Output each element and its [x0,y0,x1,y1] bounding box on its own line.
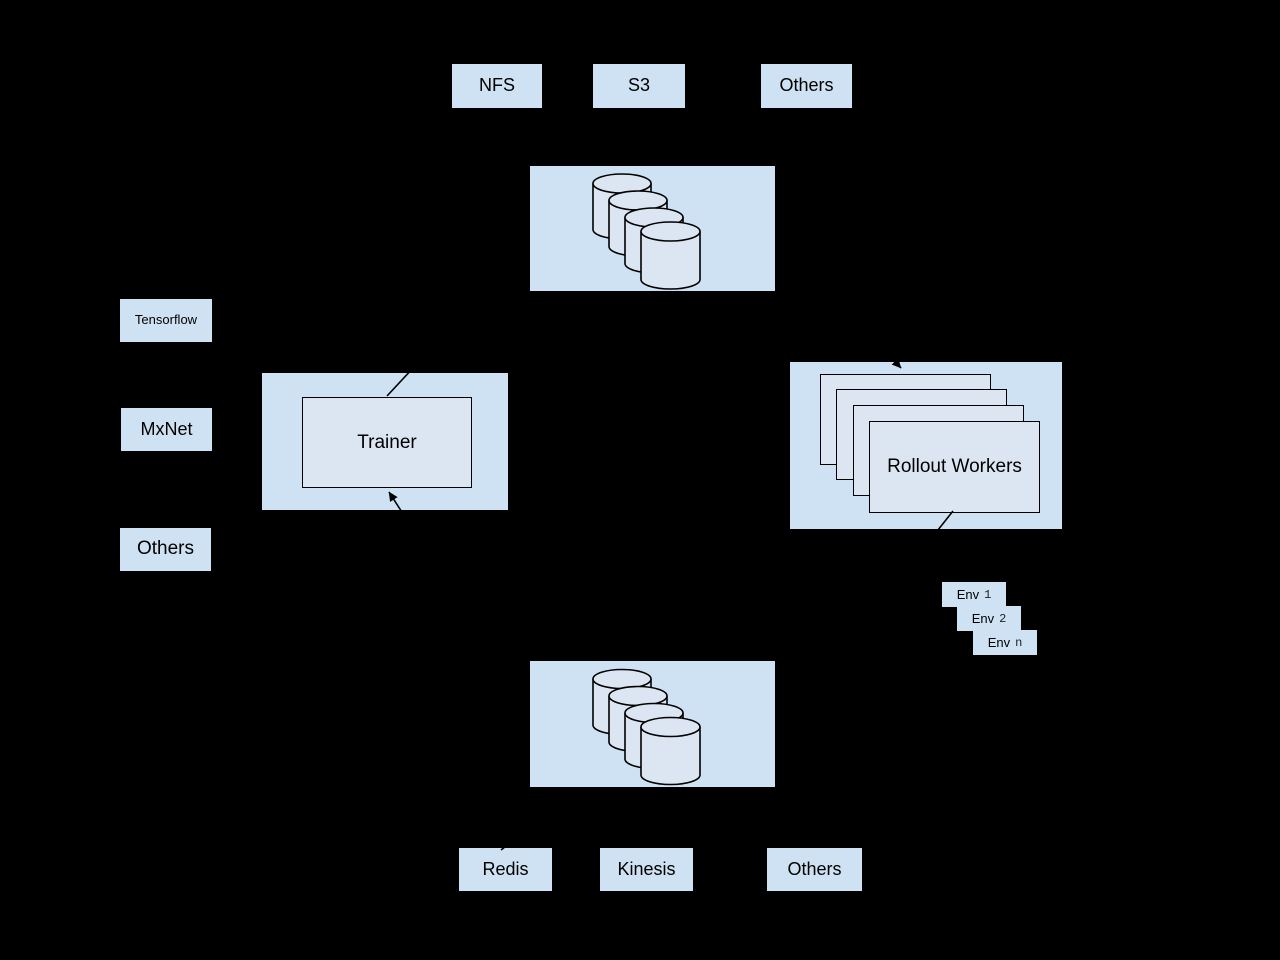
queue-label-others-bottom: Others [787,858,842,879]
env-label: Env [971,611,995,626]
env-index: 2 [999,611,1007,626]
framework-label-tensorflow: Tensorflow [134,312,198,328]
env-box-1: Env 1 [942,582,1006,607]
env-index: n [1015,635,1023,650]
framework-box-tensorflow: Tensorflow [120,299,212,342]
env-index: 1 [984,587,992,602]
queue-label-kinesis: Kinesis [617,858,676,879]
framework-label-others: Others [136,538,195,560]
storage-box-nfs: NFS [452,64,542,108]
datastore-bottom-box [530,661,775,787]
trainer-box: Trainer [302,397,472,488]
env-box-n: Env n [973,630,1037,655]
queue-box-kinesis: Kinesis [600,848,693,891]
storage-label-nfs: NFS [479,75,515,96]
storage-label-s3: S3 [627,75,651,96]
datastore-top-box [530,166,775,291]
rollout-workers-container: Rollout Workers [790,362,1062,529]
storage-label-others-top: Others [779,75,834,96]
database-cylinders-icon [592,173,701,290]
env-label: Env [956,587,980,602]
env-box-2: Env 2 [957,606,1021,631]
storage-box-others-top: Others [761,64,852,108]
trainer-label: Trainer [357,431,417,453]
queue-label-redis: Redis [482,858,529,879]
framework-box-mxnet: MxNet [121,408,212,451]
framework-label-mxnet: MxNet [140,418,193,439]
rollout-worker-card-front: Rollout Workers [869,421,1040,513]
trainer-container: Trainer [262,373,508,510]
storage-box-s3: S3 [593,64,685,108]
rollout-workers-label: Rollout Workers [887,456,1022,477]
queue-box-others-bottom: Others [767,848,862,891]
database-cylinders-icon [592,668,701,786]
queue-box-redis: Redis [459,848,552,891]
framework-box-others: Others [120,528,211,571]
env-label: Env [987,635,1011,650]
